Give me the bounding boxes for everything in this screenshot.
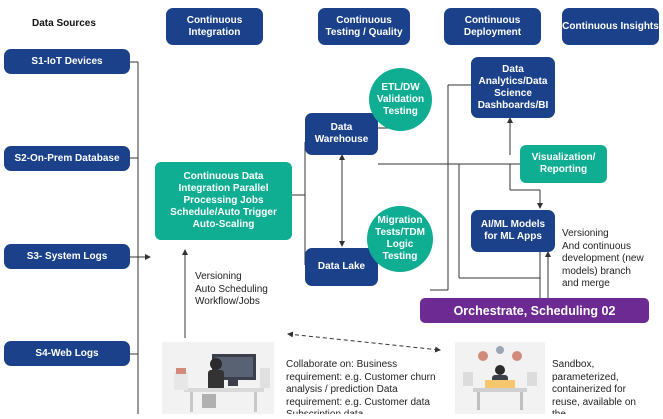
phase-continuous-insights: Continuous Insights xyxy=(562,8,659,45)
source-web-logs: S4-Web Logs xyxy=(4,341,130,366)
versioning-right-note: Versioning And continuous development (n… xyxy=(562,228,644,289)
analytics-box: Data Analytics/Data Science Dashboards/B… xyxy=(471,57,555,118)
data-lake-box: Data Lake xyxy=(305,248,378,286)
source-iot-devices: S1-IoT Devices xyxy=(4,49,130,74)
versioning-left-note: Versioning Auto Scheduling Workflow/Jobs xyxy=(195,271,268,307)
source-onprem-database: S2-On-Prem Database xyxy=(4,146,130,171)
ci-processing-box: Continuous Data Integration Parallel Pro… xyxy=(155,162,292,240)
data-sources-title: Data Sources xyxy=(32,18,96,29)
phase-continuous-testing: Continuous Testing / Quality xyxy=(318,8,410,45)
data-warehouse-box: Data Warehouse xyxy=(305,113,378,155)
orchestrate-bar: Orchestrate, Scheduling 02 xyxy=(420,298,649,323)
etl-validation-circle: ETL/DW Validation Testing xyxy=(369,68,432,131)
team-workspace-icon xyxy=(463,346,537,410)
phase-continuous-deployment: Continuous Deployment xyxy=(444,8,541,45)
source-system-logs: S3- System Logs xyxy=(4,244,130,269)
visualization-box: Visualization/ Reporting xyxy=(520,145,607,183)
developer-illustration xyxy=(162,342,274,414)
aiml-box: AI/ML Models for ML Apps xyxy=(471,210,555,252)
team-illustration xyxy=(455,342,545,414)
developer-desk-icon xyxy=(174,354,270,412)
phase-continuous-integration: Continuous Integration xyxy=(166,8,263,45)
collaborate-note: Collaborate on: Business requirement: e.… xyxy=(286,359,436,414)
sandbox-note: Sandbox, parameterized, containerized fo… xyxy=(552,359,636,414)
migration-testing-circle: Migration Tests/TDM Logic Testing xyxy=(367,206,433,272)
